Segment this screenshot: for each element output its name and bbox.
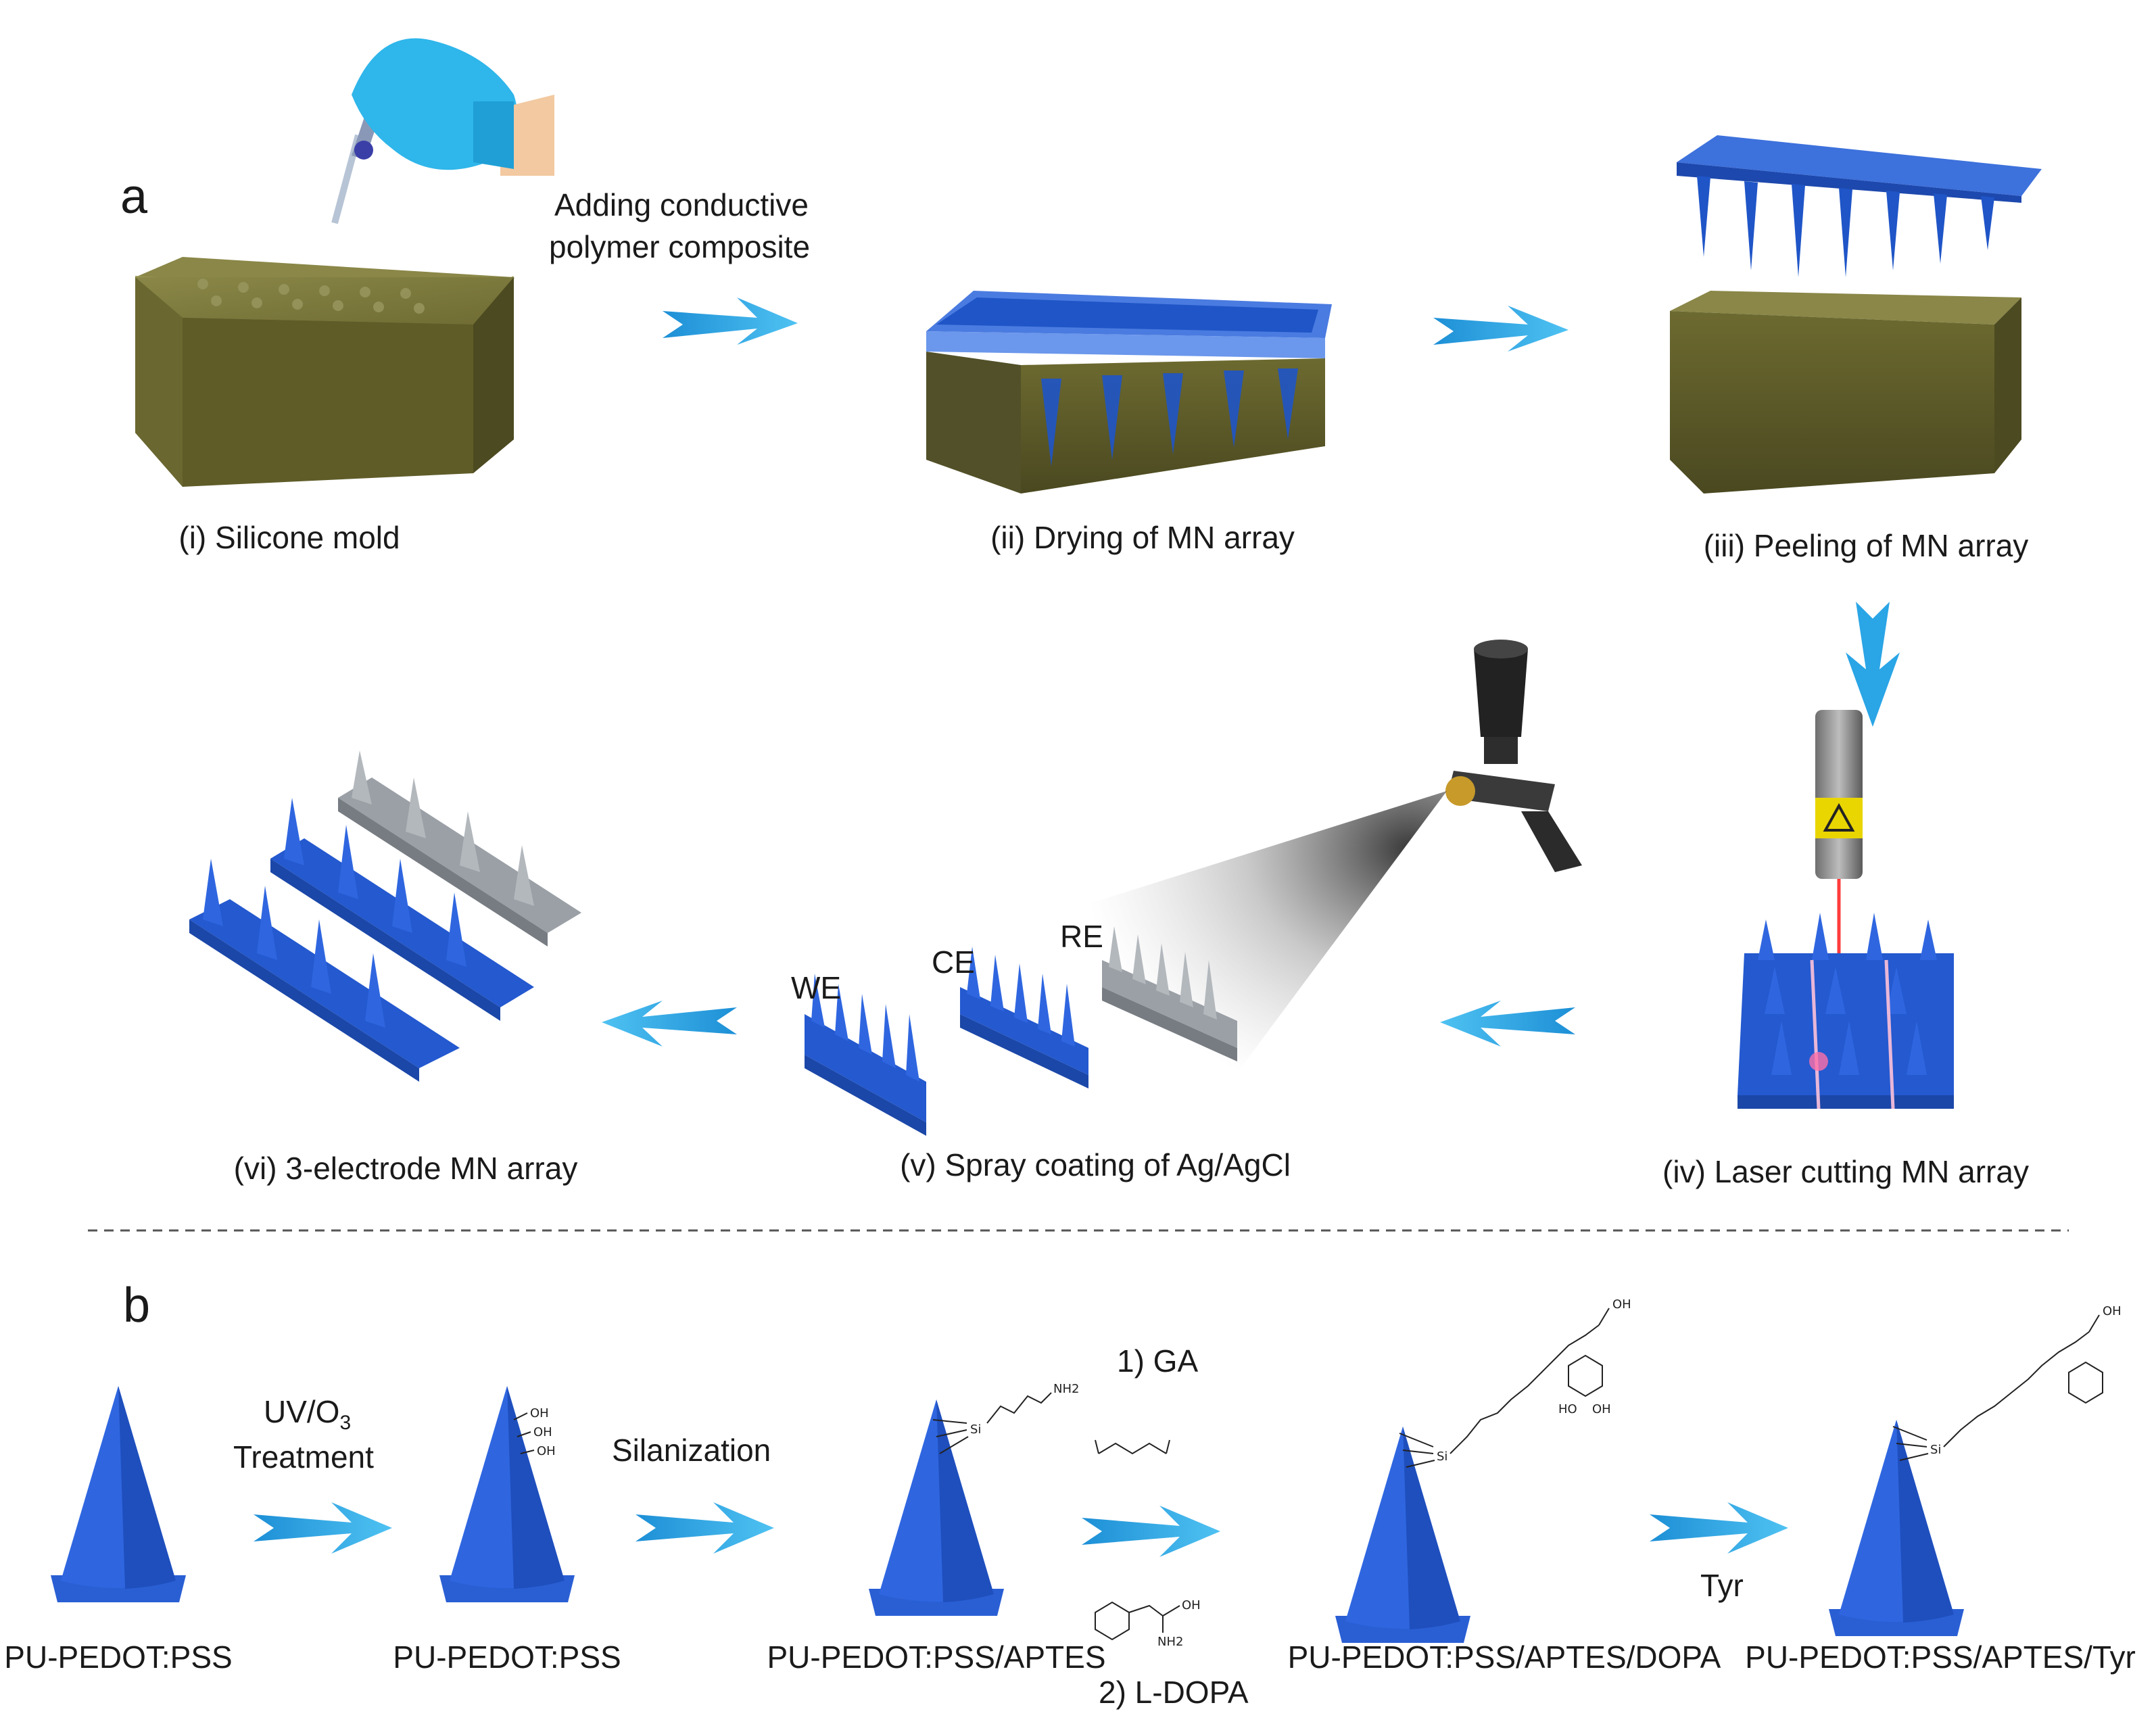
step-6-label: (vi) 3-electrode MN array	[233, 1151, 578, 1186]
electrode-we	[805, 974, 926, 1136]
ce-label: CE	[932, 944, 975, 980]
si-label-5: Si	[1930, 1443, 1941, 1457]
ga-label: 1) GA	[1117, 1343, 1199, 1379]
tyr-conjugate-structure	[1892, 1314, 2103, 1461]
tyr-label: Tyr	[1700, 1568, 1744, 1603]
panel-label-b: b	[123, 1278, 151, 1333]
adding-label-line2: polymer composite	[549, 229, 811, 264]
l-dopa-structure	[1095, 1601, 1180, 1641]
step-5-label: (v) Spray coating of Ag/AgCl	[900, 1147, 1291, 1182]
stage-3-label: PU-PEDOT:PSS/APTES	[767, 1639, 1106, 1675]
l-dopa-label: 2) L-DOPA	[1099, 1675, 1249, 1710]
cone-stage-4	[1335, 1427, 1470, 1643]
uv-text: UV/O	[264, 1394, 340, 1429]
process-arrow-down	[1846, 602, 1900, 727]
electrode-ce	[960, 947, 1088, 1088]
process-arrow-b3	[1082, 1506, 1220, 1557]
stage-4-label: PU-PEDOT:PSS/APTES/DOPA	[1287, 1639, 1721, 1675]
cone-stage-2	[439, 1386, 575, 1602]
aptes-structure	[932, 1392, 1052, 1454]
oh-label-2: OH	[533, 1425, 552, 1439]
glutaraldehyde-structure	[1095, 1439, 1170, 1455]
stage-1-label: PU-PEDOT:PSS	[4, 1639, 233, 1675]
oh-label-4: OH	[1612, 1297, 1631, 1312]
peeled-mn-array	[1677, 135, 2042, 277]
re-label: RE	[1060, 919, 1103, 954]
oh-label-1: OH	[530, 1406, 549, 1420]
stage-2-label: PU-PEDOT:PSS	[393, 1639, 621, 1675]
spray-mist	[1082, 791, 1447, 1082]
process-arrow-b4	[1650, 1502, 1788, 1554]
oh-label-5: OH	[2103, 1304, 2122, 1318]
cone-stage-3	[869, 1399, 1004, 1616]
uv-label-line1: UV/O3	[264, 1396, 351, 1433]
oh-label-3: OH	[537, 1444, 556, 1458]
hydroxyl-groups	[513, 1412, 535, 1454]
uv-label-line2: Treatment	[233, 1439, 374, 1475]
process-arrow-b2	[636, 1502, 774, 1554]
nh2-label-dopa: NH2	[1157, 1635, 1183, 1649]
drying-mold	[926, 291, 1332, 494]
step-1-label: (i) Silicone mold	[178, 520, 400, 555]
process-arrow-4	[602, 1001, 737, 1047]
si-label-4: Si	[1437, 1450, 1447, 1464]
process-arrow-3	[1440, 1001, 1575, 1047]
step-2-label: (ii) Drying of MN array	[990, 520, 1295, 555]
si-label-3: Si	[970, 1422, 981, 1437]
we-label: WE	[791, 970, 842, 1005]
electrode-re	[1102, 926, 1237, 1061]
peeled-mold	[1670, 291, 2021, 494]
dopa-conjugate-structure	[1399, 1308, 1610, 1468]
process-arrow-b1	[254, 1502, 392, 1554]
pipette-hand-icon	[331, 38, 554, 224]
spray-gun-icon	[1445, 640, 1582, 872]
process-arrow-2	[1433, 306, 1568, 352]
stage-5-label: PU-PEDOT:PSS/APTES/Tyr	[1745, 1639, 2136, 1675]
ho-label-4: HO	[1558, 1402, 1577, 1416]
step-4-label: (iv) Laser cutting MN array	[1662, 1154, 2029, 1189]
process-arrow-1	[663, 297, 798, 345]
laser-icon	[1815, 710, 1863, 1109]
oh-label-dopa: OH	[1182, 1598, 1201, 1612]
mold-cavities	[197, 279, 425, 314]
uv-subscript: 3	[339, 1412, 352, 1435]
panel-label-a: a	[120, 170, 148, 224]
oh-label-4b: OH	[1592, 1402, 1611, 1416]
silanization-label: Silanization	[612, 1433, 771, 1468]
step-3-label: (iii) Peeling of MN array	[1703, 528, 2029, 563]
nh2-label-3: NH2	[1053, 1382, 1079, 1396]
three-electrode-array	[189, 750, 581, 1082]
cone-stage-1	[51, 1386, 186, 1602]
laser-cut-mn-array	[1738, 913, 1954, 1109]
adding-label-line1: Adding conductive	[554, 187, 809, 222]
cone-stage-5	[1829, 1420, 1964, 1636]
